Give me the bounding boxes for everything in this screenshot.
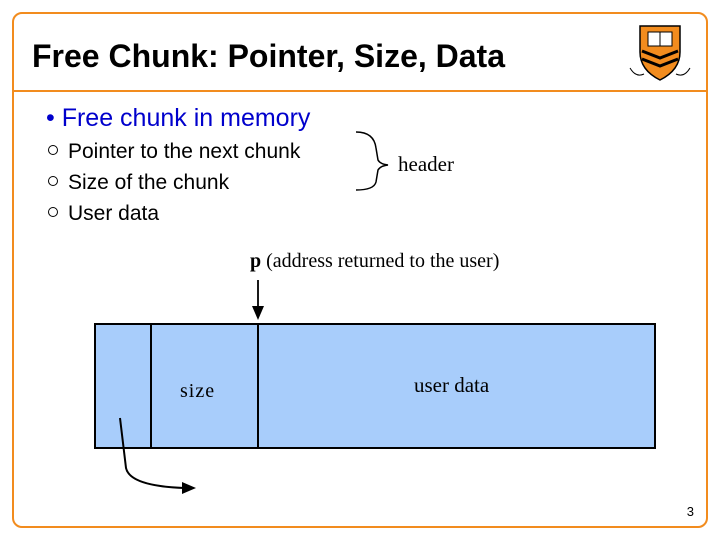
sub-bullet-user-data-text: User data [68,202,160,225]
sub-bullet-size-text: Size of the chunk [68,171,230,194]
pointer-p-arrowhead [252,306,264,320]
circle-bullet-icon [48,145,58,155]
slide-frame [12,12,708,528]
pointer-p-variable: p [250,250,262,272]
sub-bullet-pointer: Pointer to the next chunk [48,140,300,164]
sub-bullet-pointer-text: Pointer to the next chunk [68,140,301,163]
circle-bullet-icon [48,176,58,186]
header-label: header [398,152,454,176]
header-brace [355,131,389,191]
title-divider [14,90,708,92]
user-data-field-label: user data [414,373,490,397]
princeton-shield-icon [629,25,691,81]
pointer-p-description: (address returned to the user) [261,250,500,272]
bullet-free-chunk: • Free chunk in memory [46,104,311,132]
chunk-block [94,323,656,449]
sub-bullet-user-data: User data [48,202,159,226]
next-pointer-arrowhead [182,482,196,494]
slide-title: Free Chunk: Pointer, Size, Data [32,38,505,74]
bullet-free-chunk-text: Free chunk in memory [61,104,311,132]
circle-bullet-icon [48,207,58,217]
sub-bullet-size: Size of the chunk [48,171,229,195]
page-number: 3 [686,504,694,519]
next-pointer-arrow [119,417,185,489]
size-field-label: size [180,380,216,402]
pointer-p-label: p (address returned to the user) [250,250,499,273]
